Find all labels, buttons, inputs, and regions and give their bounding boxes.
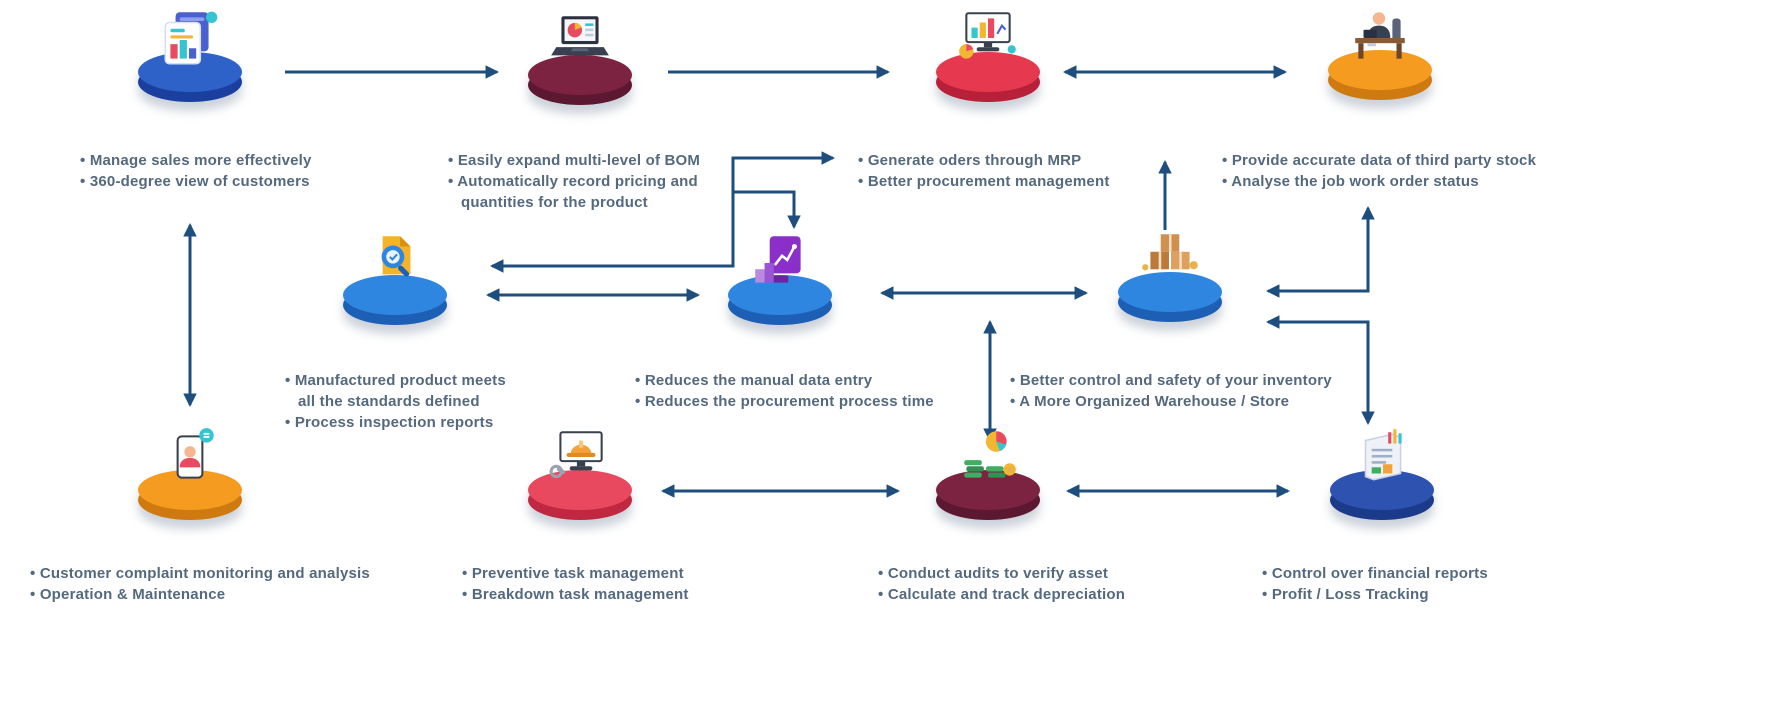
platform-disc xyxy=(1328,50,1432,102)
bullets-finance: • Control over financial reports • Profi… xyxy=(1262,563,1562,605)
bullet-line: • Calculate and track depreciation xyxy=(878,586,1126,603)
job-work-desk-icon xyxy=(1347,8,1413,66)
arrow-inventory-jobwork xyxy=(1265,205,1375,298)
node-asset-audit xyxy=(933,428,1043,522)
bullets-sales-crm: • Manage sales more effectively • 360-de… xyxy=(80,150,400,192)
bullet-line: • Breakdown task management xyxy=(462,586,689,603)
bullet-line: • Better control and safety of your inve… xyxy=(1010,372,1332,389)
asset-audit-icon xyxy=(955,428,1021,486)
platform-disc xyxy=(1118,272,1222,324)
inventory-boxes-icon xyxy=(1137,230,1203,288)
arrow-quality-mrp xyxy=(489,151,836,273)
platform-disc xyxy=(936,52,1040,104)
bullets-asset-audit: • Conduct audits to verify asset • Calcu… xyxy=(878,563,1178,605)
platform-disc xyxy=(528,55,632,107)
bullets-customer-complaint: • Customer complaint monitoring and anal… xyxy=(30,563,420,605)
platform-disc xyxy=(528,470,632,522)
node-bom xyxy=(525,13,635,107)
bullets-quality: • Manufactured product meets all the sta… xyxy=(285,370,517,433)
mrp-monitor-icon xyxy=(955,10,1021,68)
crm-dashboard-icon xyxy=(157,10,223,68)
bullet-line: • Preventive task management xyxy=(462,565,684,582)
bullets-inventory: • Better control and safety of your inve… xyxy=(1010,370,1390,412)
node-quality xyxy=(340,233,450,327)
bullet-line: • Control over financial reports xyxy=(1262,565,1488,582)
bullet-line: • Operation & Maintenance xyxy=(30,586,226,603)
finance-report-icon xyxy=(1349,428,1415,486)
bullets-job-work: • Provide accurate data of third party s… xyxy=(1222,150,1572,192)
maintenance-task-icon xyxy=(547,428,613,486)
bullets-procurement: • Reduces the manual data entry • Reduce… xyxy=(635,370,965,412)
bullet-line: • Process inspection reports xyxy=(285,414,494,431)
arrow-mrp-to-procurement xyxy=(733,190,801,230)
bullet-line: • A More Organized Warehouse / Store xyxy=(1010,393,1290,410)
node-inventory xyxy=(1115,230,1225,324)
bullets-mrp: • Generate oders through MRP • Better pr… xyxy=(858,150,1178,192)
bom-laptop-icon xyxy=(547,13,613,71)
bullet-line: • Automatically record pricing and quant… xyxy=(448,173,698,211)
arrow-inventory-finance xyxy=(1265,315,1375,426)
platform-disc xyxy=(343,275,447,327)
bullet-line: • Reduces the manual data entry xyxy=(635,372,873,389)
node-mrp xyxy=(933,10,1043,104)
node-sales-crm xyxy=(135,10,245,104)
bullet-line: • Manage sales more effectively xyxy=(80,152,312,169)
procurement-data-icon xyxy=(747,233,813,291)
node-procurement xyxy=(725,233,835,327)
quality-check-icon xyxy=(362,233,428,291)
bullet-line: • Provide accurate data of third party s… xyxy=(1222,152,1537,169)
node-job-work xyxy=(1325,8,1435,102)
platform-disc xyxy=(138,470,242,522)
bullet-line: • Better procurement management xyxy=(858,173,1110,190)
node-finance xyxy=(1327,428,1437,522)
platform-disc xyxy=(728,275,832,327)
bullet-line: • Easily expand multi-level of BOM xyxy=(448,152,701,169)
bullet-line: • Profit / Loss Tracking xyxy=(1262,586,1429,603)
bullet-line: • Customer complaint monitoring and anal… xyxy=(30,565,370,582)
bullet-line: • Generate oders through MRP xyxy=(858,152,1082,169)
bullets-bom: • Easily expand multi-level of BOM • Aut… xyxy=(448,150,710,213)
bullet-line: • Manufactured product meets all the sta… xyxy=(285,372,506,410)
bullet-line: • Conduct audits to verify asset xyxy=(878,565,1109,582)
node-maintenance xyxy=(525,428,635,522)
complaint-support-icon xyxy=(157,428,223,486)
bullets-maintenance: • Preventive task management • Breakdown… xyxy=(462,563,742,605)
bullet-line: • Reduces the procurement process time xyxy=(635,393,934,410)
platform-disc xyxy=(936,470,1040,522)
bullet-line: • Analyse the job work order status xyxy=(1222,173,1479,190)
bullet-line: • 360-degree view of customers xyxy=(80,173,310,190)
node-customer-complaint xyxy=(135,428,245,522)
